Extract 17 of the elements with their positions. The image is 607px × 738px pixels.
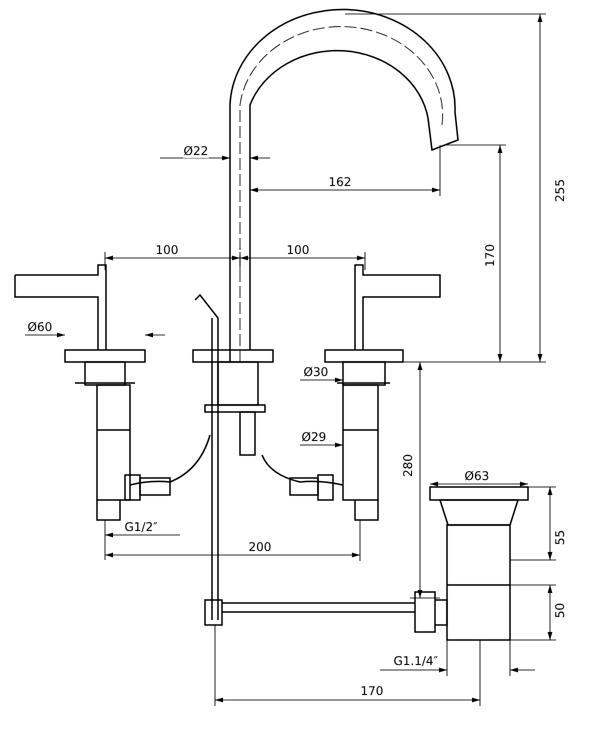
dimension-label: Ø60 xyxy=(26,320,54,334)
dimension-label: 200 xyxy=(248,540,272,554)
dimension-label: Ø30 xyxy=(302,366,330,378)
dimension-label: 170 xyxy=(360,684,384,698)
dimension-label: 170 xyxy=(483,242,496,268)
dimension-label: G1/2″ xyxy=(124,520,159,534)
dimension-label: G1.1/4″ xyxy=(392,654,440,668)
dimension-label: 50 xyxy=(554,601,567,619)
dimension-label: Ø29 xyxy=(300,430,328,444)
dimension-label: Ø22 xyxy=(182,144,210,158)
dimension-label: Ø63 xyxy=(464,470,490,482)
dimension-label: 100 xyxy=(154,244,180,256)
dimension-label: 255 xyxy=(553,178,566,202)
dimension-label: 280 xyxy=(401,452,414,478)
dimension-label: 162 xyxy=(328,176,352,188)
dimension-label: 55 xyxy=(554,528,567,546)
dimension-label: 100 xyxy=(286,244,310,256)
